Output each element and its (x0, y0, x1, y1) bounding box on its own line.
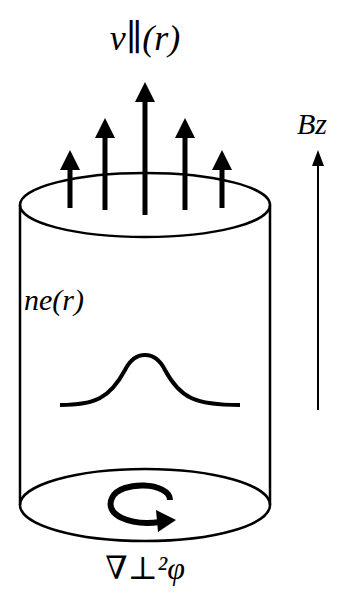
velocity-label: v∥(r) (110, 20, 181, 56)
velocity-arrows (70, 92, 222, 215)
density-label: ne(r) (24, 285, 84, 315)
field-label: Bz (297, 109, 327, 139)
cylinder-side (19, 205, 22, 505)
field-arrowhead (312, 150, 324, 166)
density-profile (60, 355, 240, 405)
potential-label: ∇⊥²φ (105, 552, 185, 584)
rotation-arrowhead (156, 510, 176, 532)
bottom-ellipse (20, 469, 270, 541)
field-arrow (317, 160, 319, 410)
cylinder-side (269, 205, 272, 505)
